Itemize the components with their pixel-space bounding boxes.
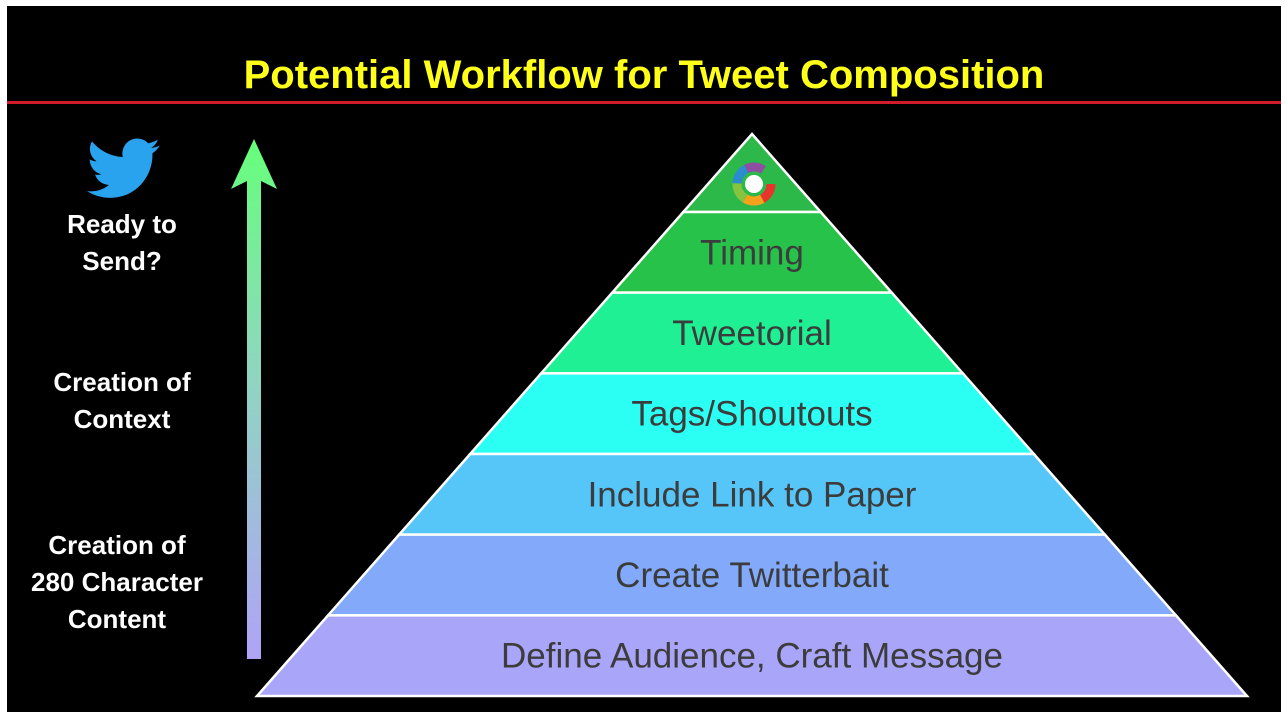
pyramid-tier [254,614,1250,698]
label-line: Ready to [67,209,177,239]
label-ready-to-send: Ready to Send? [27,206,217,280]
label-creation-of-content: Creation of 280 Character Content [7,527,227,638]
label-creation-of-context: Creation of Context [22,364,222,438]
label-line: Creation of [53,367,191,397]
slide-title: Potential Workflow for Tweet Composition [243,53,1045,97]
slide: Potential Workflow for Tweet Composition… [7,6,1281,712]
title-divider [7,101,1281,104]
progress-arrow-icon [231,139,277,659]
altmetric-donut-icon [732,162,776,206]
label-line: 280 Character [31,567,203,597]
pyramid-tier-label: Include Link to Paper [588,475,917,514]
pyramid-tier-label: Timing [700,233,804,272]
label-line: Creation of [48,530,186,560]
pyramid-tier-label: Tweetorial [672,314,832,353]
label-line: Send? [82,246,162,276]
pyramid-tier-label: Define Audience, Craft Message [501,637,1003,676]
pyramid-tier-label: Create Twitterbait [615,556,889,595]
pyramid-tier-label: Tags/Shoutouts [631,395,872,434]
label-line: Content [67,604,167,634]
label-line: Context [73,404,171,434]
twitter-bird-icon [87,138,160,198]
